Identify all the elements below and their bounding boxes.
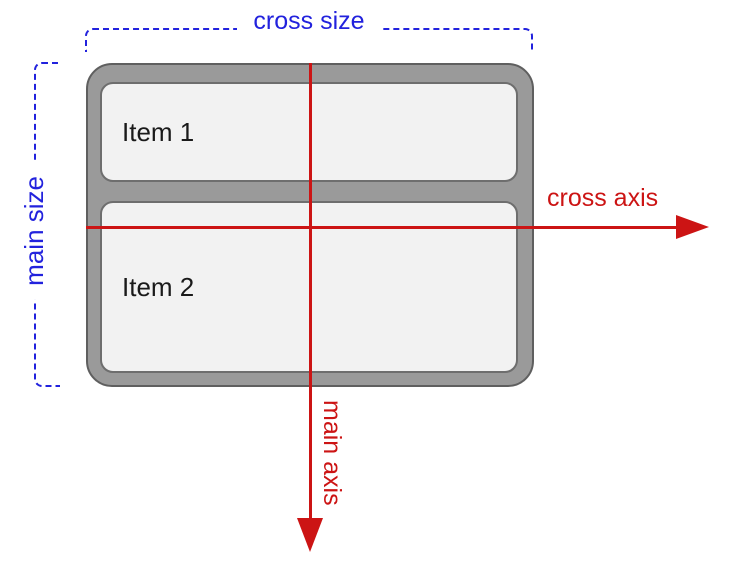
flex-item-2-label: Item 2 xyxy=(122,271,195,302)
cross-axis-label: cross axis xyxy=(547,184,659,212)
cross-axis-line xyxy=(86,226,678,229)
main-axis-label: main axis xyxy=(318,400,346,506)
main-axis-arrowhead-icon xyxy=(297,518,323,552)
cross-size-label-row: cross size xyxy=(85,6,533,36)
cross-axis-arrowhead-icon xyxy=(676,215,709,239)
main-size-label: main size xyxy=(19,162,50,300)
cross-size-label: cross size xyxy=(237,6,381,36)
main-axis-line xyxy=(309,63,312,518)
flex-item-1-label: Item 1 xyxy=(122,116,195,147)
